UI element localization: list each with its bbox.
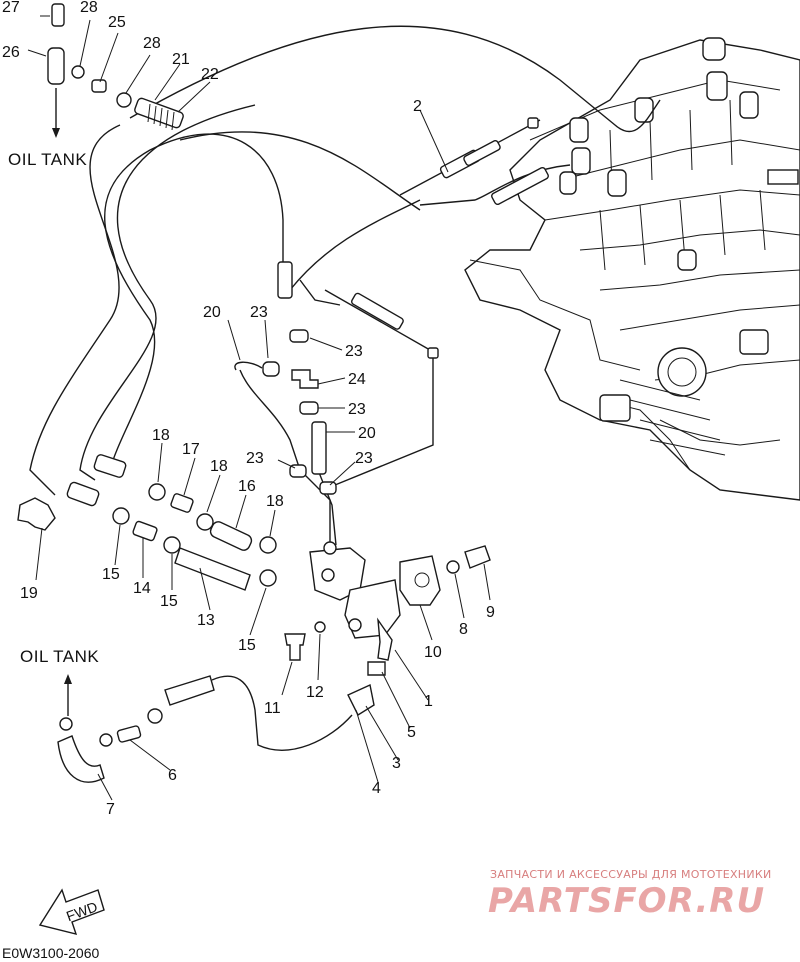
watermark: ЗАПЧАСТИ И АКСЕССУАРЫ ДЛЯ МОТОТЕХНИКИ PA…: [488, 868, 772, 921]
callout-20b: 20: [358, 425, 376, 442]
pipe-20: [311, 421, 327, 475]
hose-13: [174, 547, 251, 591]
callout-18a: 18: [152, 427, 170, 444]
connector-6: [116, 725, 142, 743]
hose-left-b: [66, 481, 100, 507]
callout-20: 20: [203, 304, 221, 321]
clip-6b: [147, 708, 163, 724]
callout-15a: 15: [102, 566, 120, 583]
callout-28: 28: [80, 0, 98, 16]
callout-23d: 23: [246, 450, 264, 467]
callout-7: 7: [106, 801, 115, 818]
cable-lower: [277, 261, 439, 359]
clip-7: [59, 717, 73, 731]
hose-16: [209, 521, 253, 551]
bolt-11: [284, 633, 306, 661]
hose-20: [234, 361, 263, 371]
sleeve-6a: [164, 675, 215, 706]
callout-15b: 15: [160, 593, 178, 610]
callout-4: 4: [372, 780, 381, 797]
callout-8: 8: [459, 621, 468, 638]
elbow-7: [57, 735, 105, 783]
fwd-arrow: FWD: [38, 888, 105, 935]
diagram-code: E0W3100-2060: [2, 945, 100, 961]
callout-5: 5: [407, 724, 416, 741]
callout-23a: 23: [250, 304, 268, 321]
cable-2: [399, 117, 549, 206]
clamp-18b: [196, 513, 214, 531]
callout-3: 3: [392, 755, 401, 772]
callout-16: 16: [238, 478, 256, 495]
clamp-18c: [259, 536, 277, 554]
clamp-28b: [116, 92, 132, 108]
callout-24: 24: [348, 371, 366, 388]
oil-pump-assembly: [309, 541, 441, 661]
callout-27: 27: [2, 0, 20, 16]
clip-5: [367, 661, 386, 676]
callout-11: 11: [264, 700, 281, 717]
engine-block: [464, 37, 800, 501]
callout-21: 21: [172, 51, 190, 68]
connector-25: [91, 79, 107, 93]
watermark-logo: PARTSFOR.RU: [488, 881, 765, 921]
callout-numbers: 27 28 25 28 21 22 26 2 20 23 23 24 23 20…: [2, 0, 495, 818]
callout-1: 1: [424, 693, 433, 710]
callout-9: 9: [486, 604, 495, 621]
clamp-28: [71, 65, 85, 79]
connector-27: [51, 3, 65, 27]
callout-23e: 23: [355, 450, 373, 467]
valve-14: [132, 520, 158, 542]
callout-22: 22: [201, 66, 219, 83]
oil-hoses: [29, 25, 661, 751]
oil-tank-label-bottom: OIL TANK: [20, 647, 99, 666]
clamp-23c: [299, 401, 319, 415]
leader-lines: [27, 15, 491, 801]
callout-2: 2: [413, 98, 422, 115]
impeller-19: [17, 497, 56, 531]
hose-26: [47, 47, 65, 85]
callout-28b: 28: [143, 35, 161, 52]
callout-12: 12: [306, 684, 324, 701]
callout-19: 19: [20, 585, 38, 602]
clamp-18a: [148, 483, 166, 501]
filter-9: [464, 545, 491, 569]
callout-26: 26: [2, 44, 20, 61]
hose-left-a: [93, 454, 127, 478]
callout-25: 25: [108, 14, 126, 31]
callout-23c: 23: [348, 401, 366, 418]
clamp-15a: [112, 507, 130, 525]
callout-17: 17: [182, 441, 200, 458]
callout-18b: 18: [210, 458, 228, 475]
callout-15c: 15: [238, 637, 256, 654]
watermark-tagline: ЗАПЧАСТИ И АКСЕССУАРЫ ДЛЯ МОТОТЕХНИКИ: [490, 868, 772, 881]
clamp-6c: [99, 733, 113, 747]
clamp-15b: [163, 536, 181, 554]
clamp-23e: [319, 481, 337, 495]
clamp-15c: [259, 569, 277, 587]
oil-tank-label-top: OIL TANK: [8, 150, 87, 169]
sleeve-3: [347, 683, 375, 717]
callout-10: 10: [424, 644, 442, 661]
callout-18c: 18: [266, 493, 284, 510]
callout-6: 6: [168, 767, 177, 784]
callout-23b: 23: [345, 343, 363, 360]
callout-13: 13: [197, 612, 215, 629]
clamp-23a: [289, 329, 309, 343]
sleeve-21: [134, 97, 184, 129]
clamp-23b: [262, 361, 280, 377]
washer-12: [314, 621, 326, 633]
ring-8: [446, 560, 460, 574]
callout-14: 14: [133, 580, 151, 597]
valve-17: [170, 493, 194, 513]
t-joint-24: [291, 369, 319, 389]
